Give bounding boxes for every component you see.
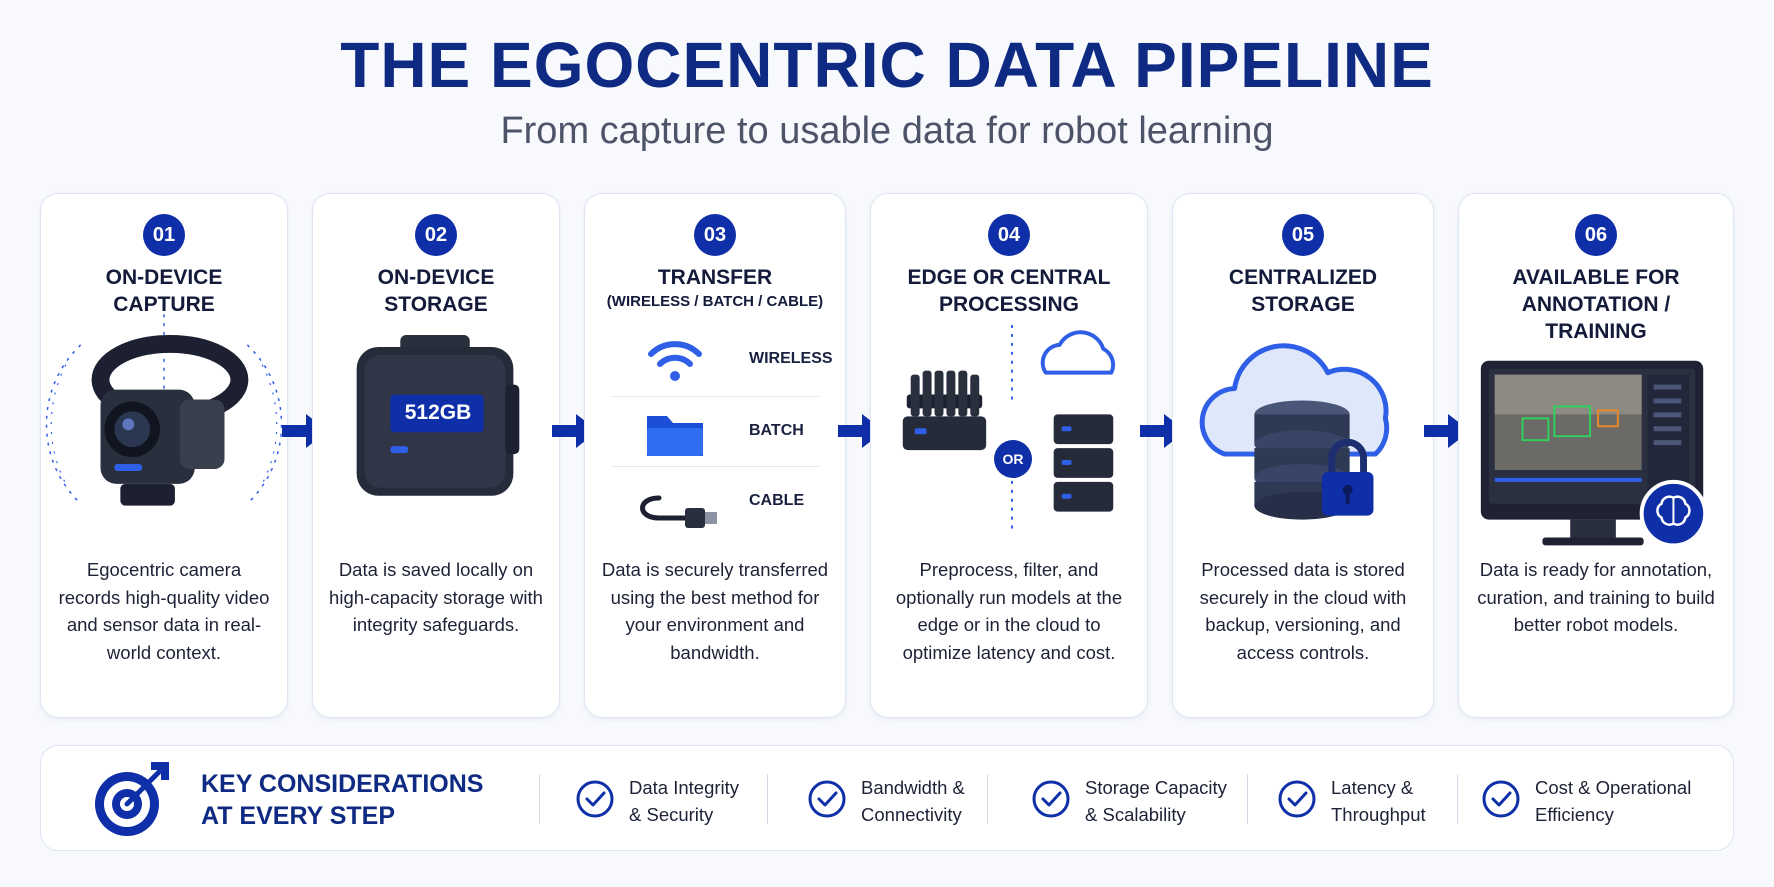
transfer-method-cable: CABLE bbox=[609, 468, 821, 538]
step-card-central-storage: 05 CENTRALIZED STORAGE Processed data is… bbox=[1172, 193, 1434, 718]
step-description: Data is saved locally on high-capacity s… bbox=[329, 559, 543, 635]
or-badge: OR bbox=[994, 440, 1032, 478]
step-card-device-storage: 02 ON-DEVICE STORAGE 512GB Data is saved… bbox=[312, 193, 560, 718]
step-number: 03 bbox=[694, 214, 736, 256]
transfer-method-batch: BATCH bbox=[609, 398, 821, 468]
method-label: WIRELESS bbox=[749, 350, 833, 367]
step-description: Preprocess, filter, and optionally run m… bbox=[895, 559, 1123, 663]
cloud-icon bbox=[1040, 330, 1116, 375]
step-description: Data is securely transferred using the b… bbox=[601, 559, 829, 663]
wearable-camera-icon bbox=[41, 314, 287, 614]
step-title: ON-DEVICE CAPTURE bbox=[105, 266, 223, 316]
check-circle-icon bbox=[1482, 780, 1520, 818]
wifi-icon bbox=[648, 341, 702, 381]
step-number: 02 bbox=[415, 214, 457, 256]
step-description: Data is ready for annotation, curation, … bbox=[1477, 559, 1715, 635]
step-title: CENTRALIZED STORAGE bbox=[1228, 266, 1378, 316]
transfer-method-wireless: WIRELESS bbox=[609, 326, 833, 396]
step-description: Processed data is stored securely in the… bbox=[1199, 559, 1407, 663]
step-number: 01 bbox=[143, 214, 185, 256]
step-number: 05 bbox=[1282, 214, 1324, 256]
check-circle-icon bbox=[1032, 780, 1070, 818]
usb-cable-icon bbox=[640, 495, 717, 528]
step-card-capture: 01 ON-DEVICE CAPTURE Egocentric camera r… bbox=[40, 193, 288, 718]
step-number: 04 bbox=[988, 214, 1030, 256]
key-considerations-bar: KEY CONSIDERATIONS AT EVERY STEP Data In… bbox=[40, 745, 1734, 851]
step-title: TRANSFER (WIRELESS / BATCH / CABLE) bbox=[606, 266, 824, 310]
step-card-transfer: 03 TRANSFER (WIRELESS / BATCH / CABLE) W… bbox=[584, 193, 846, 718]
folder-icon bbox=[647, 416, 703, 456]
storage-device-icon: 512GB bbox=[313, 314, 559, 614]
server-rack-icon bbox=[1053, 414, 1114, 512]
training-monitor-icon bbox=[1459, 314, 1733, 614]
target-icon bbox=[95, 762, 169, 836]
processing-illustration: OR bbox=[871, 314, 1147, 614]
step-card-training: 06 AVAILABLE FOR ANNOTATION / TRAINING bbox=[1458, 193, 1734, 718]
key-considerations-title: KEY CONSIDERATIONS AT EVERY STEP bbox=[201, 770, 484, 830]
step-card-processing: 04 EDGE OR CENTRAL PROCESSING bbox=[870, 193, 1148, 718]
step-title: ON-DEVICE STORAGE bbox=[377, 266, 495, 316]
cloud-database-icon bbox=[1173, 314, 1433, 614]
lock-icon bbox=[1328, 438, 1368, 474]
step-number: 06 bbox=[1575, 214, 1617, 256]
step-description: Egocentric camera records high-quality v… bbox=[58, 559, 270, 663]
step-title: AVAILABLE FOR ANNOTATION / TRAINING bbox=[1512, 266, 1680, 343]
check-circle-icon bbox=[808, 780, 846, 818]
check-circle-icon bbox=[576, 780, 614, 818]
page-subtitle: From capture to usable data for robot le… bbox=[500, 110, 1274, 152]
capacity-label: 512GB bbox=[404, 401, 472, 424]
check-circle-icon bbox=[1278, 780, 1316, 818]
page-title: THE EGOCENTRIC DATA PIPELINE bbox=[340, 29, 1434, 101]
step-title: EDGE OR CENTRAL PROCESSING bbox=[907, 266, 1111, 316]
method-label: BATCH bbox=[749, 422, 804, 439]
edge-device-icon bbox=[902, 370, 987, 451]
method-label: CABLE bbox=[749, 492, 805, 509]
